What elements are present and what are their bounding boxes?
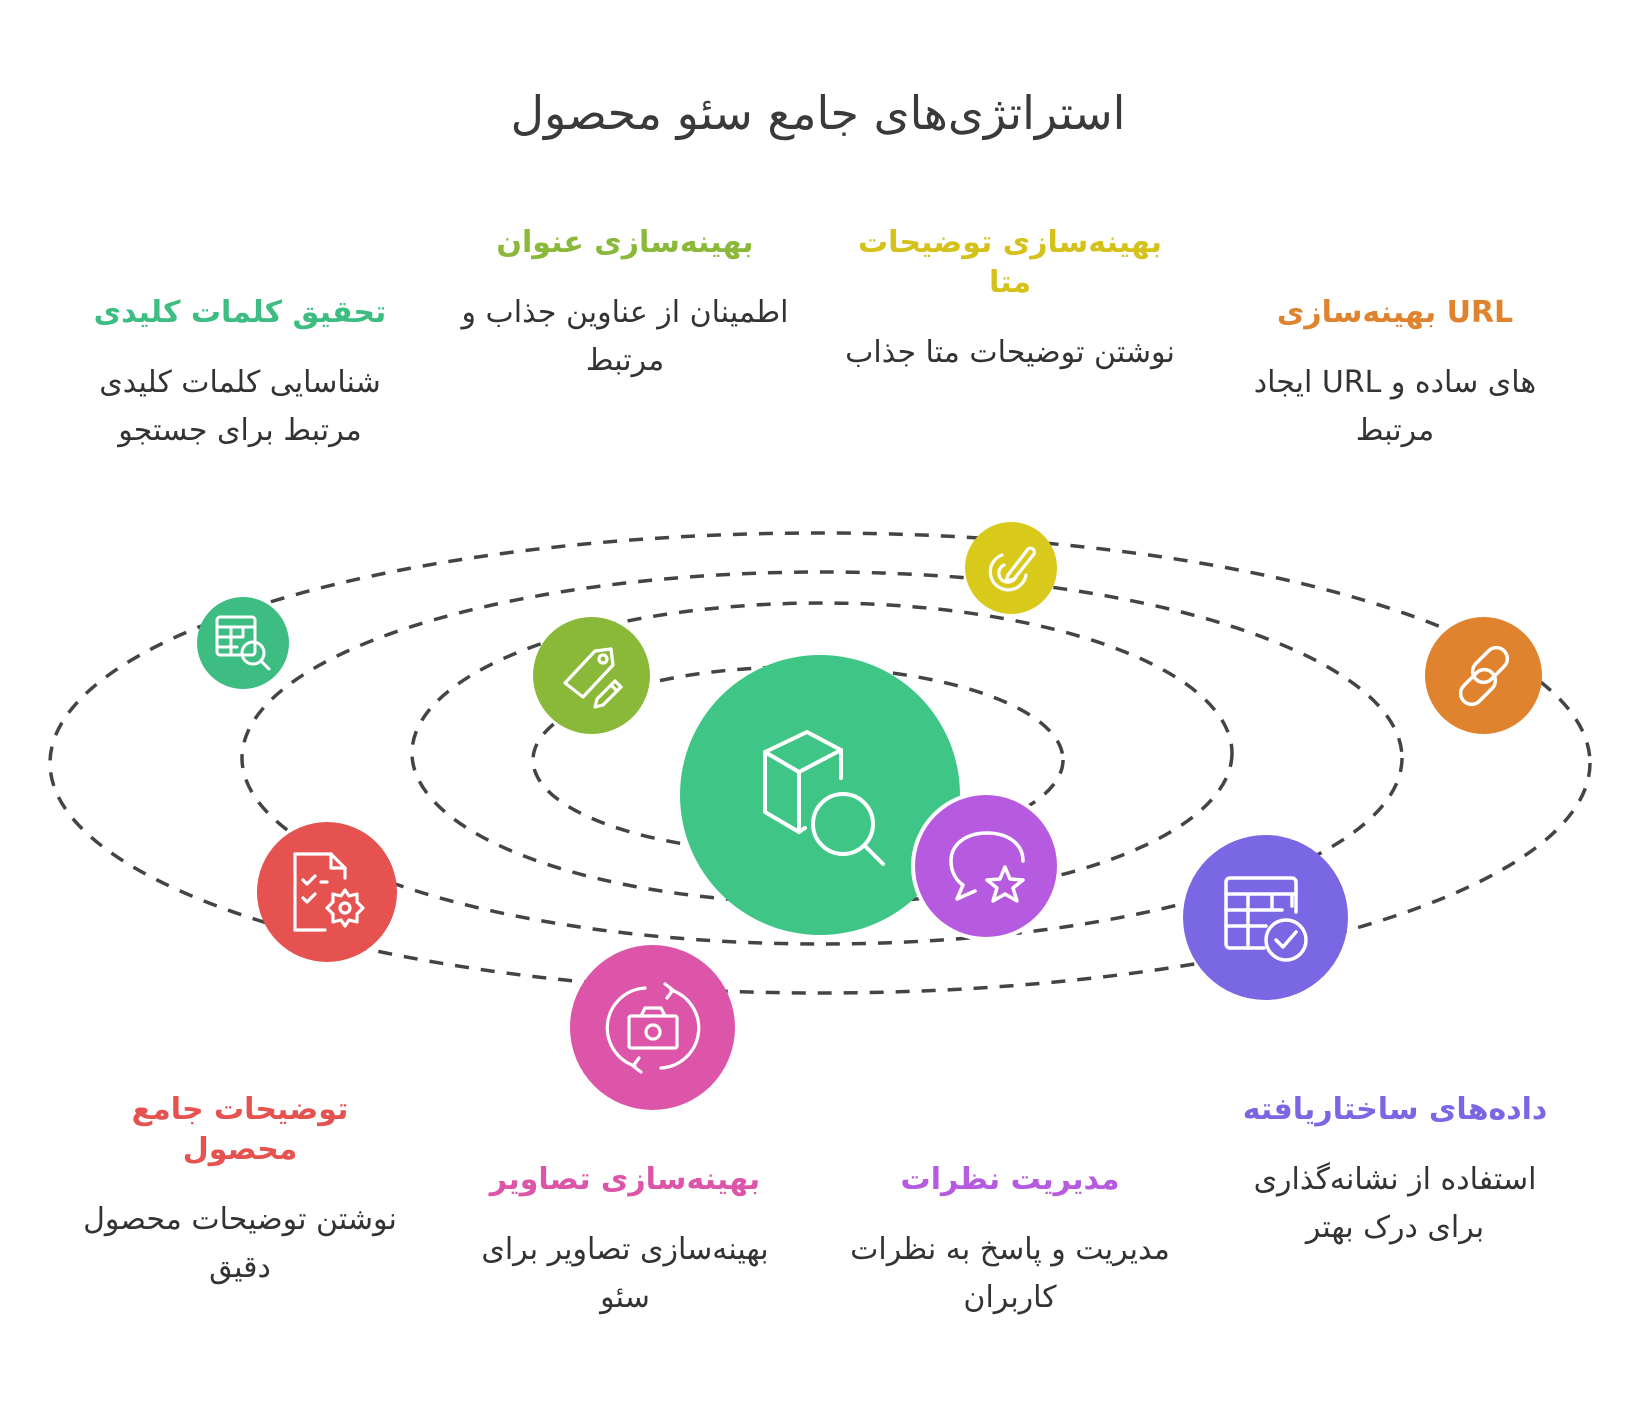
meta-description-heading: بهینه‌سازی توضیحات متا: [857, 225, 1163, 300]
product-description-block: توضیحات جامع محصول نوشتن توضیحات محصول د…: [70, 1090, 410, 1292]
keyword-research-node: [197, 597, 289, 689]
url-optimization-block: URL بهینه‌سازی های ساده و URL ایجاد مرتب…: [1225, 293, 1565, 455]
meta-description-description: نوشتن توضیحات متا جذاب: [845, 335, 1175, 370]
tag-pencil-icon: [562, 646, 623, 709]
table-check-icon: [1223, 875, 1308, 962]
review-management-description: مدیریت و پاسخ به نظرات کاربران: [850, 1232, 1170, 1315]
product-search-icon: [763, 730, 885, 866]
review-management-node: [915, 795, 1057, 937]
url-optimization-description: های ساده و URL ایجاد مرتبط: [1253, 365, 1537, 448]
product-description-heading: توضیحات جامع محصول: [131, 1092, 349, 1167]
center-product-search-node: [680, 655, 960, 935]
keyword-research-heading: تحقیق کلمات کلیدی: [93, 295, 387, 330]
structured-data-heading: داده‌های ساختاریافته: [1242, 1092, 1548, 1127]
image-optimization-description: بهینه‌سازی تصاویر برای سئو: [481, 1232, 769, 1315]
structured-data-block: داده‌های ساختاریافته استفاده از نشانه‌گذ…: [1225, 1090, 1565, 1252]
page-title: استراتژی‌های جامع سئو محصول: [510, 86, 1126, 140]
title-optimization-block: بهینه‌سازی عنوان اطمینان از عناوین جذاب …: [455, 223, 795, 385]
url-optimization-node: [1425, 617, 1542, 734]
pen-signature-icon: [988, 546, 1037, 592]
title-optimization-heading: بهینه‌سازی عنوان: [496, 225, 754, 260]
keyword-research-description: شناسایی کلمات کلیدی مرتبط برای جستجو: [99, 365, 381, 448]
meta-description-node: [965, 522, 1057, 614]
url-optimization-heading: URL بهینه‌سازی: [1276, 295, 1514, 330]
title-optimization-node: [533, 617, 650, 734]
chat-star-icon: [949, 831, 1025, 903]
product-description-node: [257, 822, 397, 962]
image-optimization-heading: بهینه‌سازی تصاویر: [489, 1162, 761, 1197]
title-optimization-description: اطمینان از عناوین جذاب و مرتبط: [461, 295, 789, 378]
structured-data-node: [1183, 835, 1348, 1000]
image-optimization-node: [570, 945, 735, 1110]
review-management-block: مدیریت نظرات مدیریت و پاسخ به نظرات کارب…: [840, 1160, 1180, 1322]
table-search-icon: [215, 615, 271, 671]
link-icon: [1458, 645, 1509, 706]
meta-description-block: بهینه‌سازی توضیحات متا نوشتن توضیحات متا…: [840, 223, 1180, 377]
image-optimization-block: بهینه‌سازی تصاویر بهینه‌سازی تصاویر برای…: [455, 1160, 795, 1322]
review-management-heading: مدیریت نظرات: [900, 1162, 1120, 1197]
structured-data-description: استفاده از نشانه‌گذاری برای درک بهتر: [1253, 1162, 1537, 1245]
document-gear-icon: [293, 852, 365, 932]
product-description-description: نوشتن توضیحات محصول دقیق: [83, 1202, 397, 1285]
keyword-research-block: تحقیق کلمات کلیدی شناسایی کلمات کلیدی مر…: [70, 293, 410, 455]
camera-rotate-icon: [605, 981, 700, 1074]
